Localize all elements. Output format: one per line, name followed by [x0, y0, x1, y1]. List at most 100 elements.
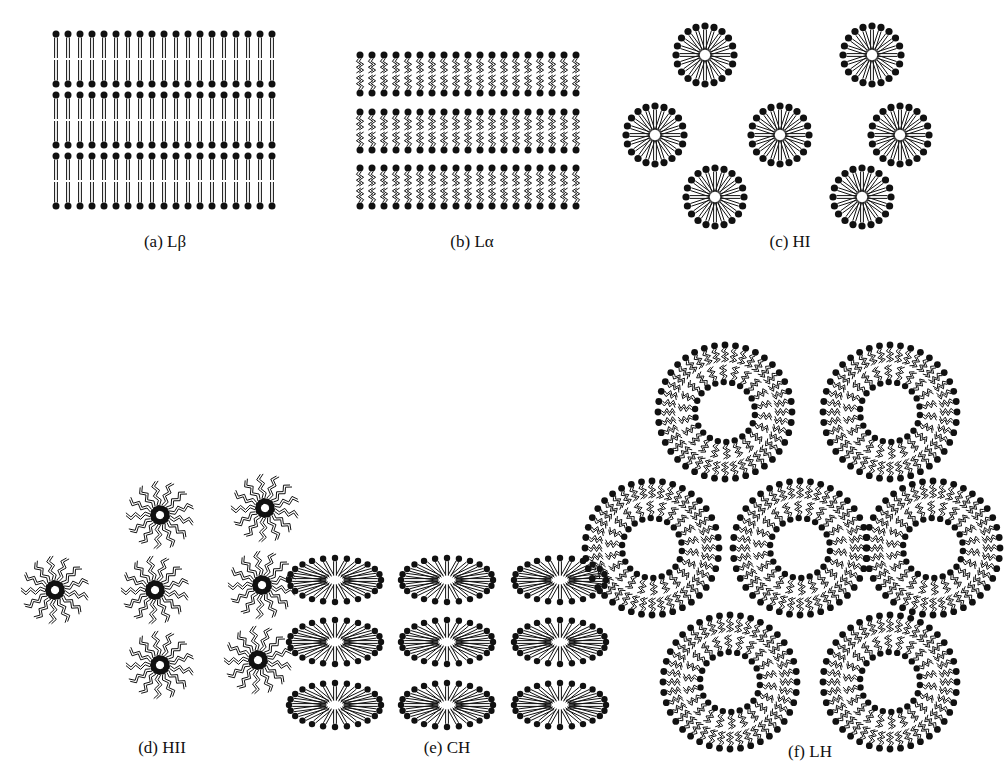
lipid-tail: [846, 177, 858, 194]
lipid-tail: [901, 140, 902, 160]
lipid-head: [735, 210, 742, 217]
lipid-tail: [81, 38, 82, 59]
lipid-tail: [500, 116, 504, 131]
lipid-tail: [186, 160, 187, 181]
lipid-tail: [130, 671, 152, 683]
lipid-tail: [235, 514, 257, 526]
lipid-tail: [904, 138, 916, 155]
lipid-tail: [260, 474, 267, 498]
lipid-head: [269, 92, 276, 99]
lipid-head: [344, 681, 350, 687]
lipid-head: [753, 114, 760, 121]
lipid-head: [465, 165, 472, 172]
lipid-tail: [564, 584, 572, 598]
lipid-tail: [138, 182, 139, 203]
lipid-tail: [548, 562, 556, 576]
lipid-tail: [34, 598, 49, 617]
lipid-head: [831, 184, 838, 191]
lipid-head: [221, 142, 228, 149]
lipid-head: [197, 92, 204, 99]
lipid-tail: [438, 647, 446, 661]
micelle: [121, 556, 189, 624]
lipid-tail: [781, 140, 782, 160]
lipid-tail: [344, 698, 376, 702]
lipid-tail: [655, 140, 661, 159]
lipid-head: [364, 561, 370, 567]
lipid-head: [501, 147, 508, 154]
lipid-tail: [174, 160, 175, 181]
lipid-head: [897, 51, 904, 58]
lipid-head: [405, 165, 412, 172]
lipid-tail: [699, 30, 705, 49]
lipid-tail: [90, 38, 91, 59]
lipid-tail: [551, 132, 555, 147]
lipid-tail: [314, 626, 330, 639]
lipid-head: [517, 588, 523, 594]
lipid-tail: [231, 589, 253, 601]
lipid-head: [892, 68, 899, 75]
lipid-head: [490, 639, 496, 645]
lipid-tail: [201, 160, 202, 181]
lipid-tail: [93, 99, 94, 120]
lipid-head: [376, 583, 382, 589]
micelle: [286, 617, 384, 667]
lipid-tail: [314, 564, 330, 577]
lipid-tail: [102, 38, 103, 59]
lipid-tail: [344, 573, 376, 577]
lipid-tail: [258, 182, 259, 203]
lipid-tail: [114, 121, 115, 142]
lipid-head: [896, 102, 903, 109]
lipid-head: [161, 203, 168, 210]
lipid-head: [776, 160, 783, 167]
lipid-tail: [336, 561, 344, 575]
lipid-head: [534, 620, 540, 626]
lipid-head: [735, 176, 742, 183]
lipid-head: [622, 131, 629, 138]
lipid-head: [269, 81, 276, 88]
lipid-tail: [138, 38, 139, 59]
micelle: [398, 555, 496, 605]
lipid-tail: [174, 182, 175, 203]
lipid-head: [357, 90, 364, 97]
lipid-head: [624, 122, 631, 129]
lipid-head: [467, 683, 473, 689]
lipid-tail: [848, 58, 867, 64]
lipid-tail: [451, 709, 459, 723]
lipid-tail: [225, 38, 226, 59]
lipid-tail: [150, 182, 151, 203]
lipid-head: [484, 588, 490, 594]
lipid-head: [859, 24, 866, 31]
lipid-head: [882, 210, 889, 217]
lipid-tail: [455, 132, 459, 147]
lipid-tail: [315, 562, 331, 575]
lipid-head: [537, 147, 544, 154]
lipid-tail: [129, 160, 130, 181]
lipid-head: [125, 142, 132, 149]
lipid-tail: [90, 160, 91, 181]
lipid-head: [185, 31, 192, 38]
lipid-head: [137, 92, 144, 99]
lipid-tail: [837, 197, 856, 203]
lipid-tail: [536, 116, 540, 131]
lipid-tail: [785, 135, 804, 141]
lipid-tail: [234, 38, 235, 59]
lipid-tail: [716, 202, 717, 222]
lipid-head: [405, 147, 412, 154]
lipid-tail: [60, 599, 70, 622]
lipid-head: [381, 109, 388, 116]
lipid-head: [441, 203, 448, 210]
lipid-head: [299, 592, 305, 598]
lipid-tail: [467, 188, 471, 203]
lipid-head: [53, 203, 60, 210]
lipid-head: [628, 114, 635, 121]
bilayer-stack: [53, 31, 276, 210]
lipid-tail: [339, 584, 347, 598]
lipid-head: [924, 122, 931, 129]
lipid-head: [444, 661, 450, 667]
lipid-tail: [560, 59, 564, 74]
lipid-tail: [114, 38, 115, 59]
lipid-tail: [380, 172, 384, 187]
lipid-tail: [222, 38, 223, 59]
lipid-tail: [129, 121, 130, 142]
